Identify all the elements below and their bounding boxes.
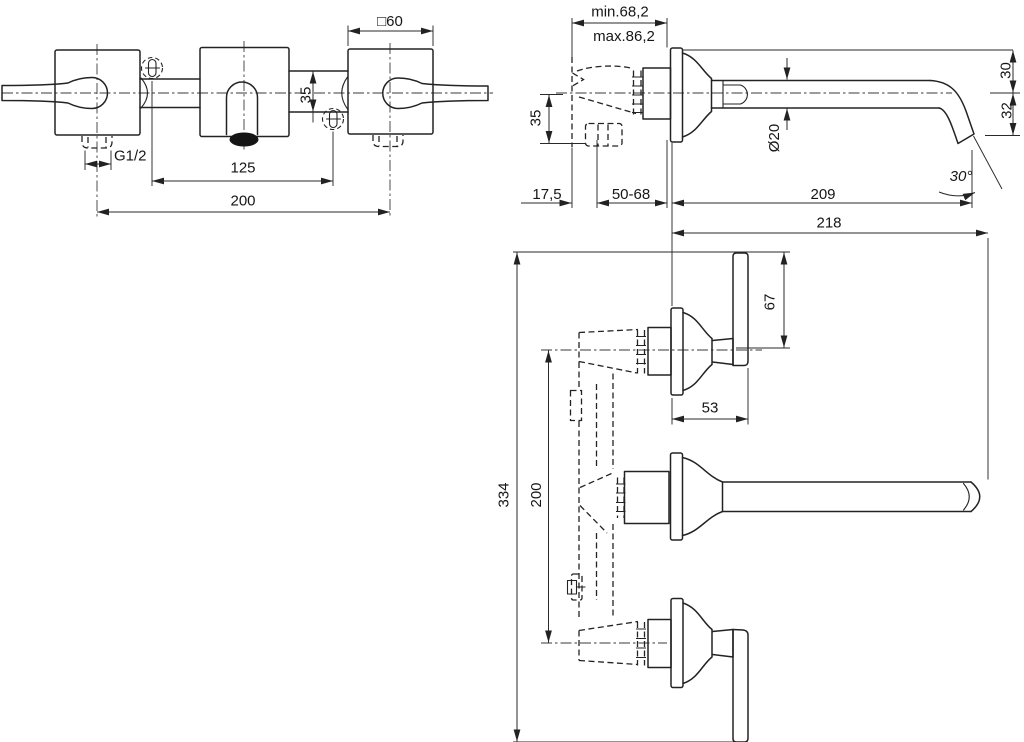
side-view: min.68,2 max.86,2 35 17,5 50-68 209 218 … xyxy=(521,4,1020,480)
fixing-screw-symbol xyxy=(321,107,345,131)
dim-body-height: 35 xyxy=(298,87,315,104)
upper-handle-lever xyxy=(732,252,749,367)
upper-handle-body xyxy=(647,326,672,376)
dim-overall-reach: 218 xyxy=(816,215,841,232)
dim-outlet-angle: 30° xyxy=(950,168,973,185)
lower-valve-body xyxy=(578,620,639,666)
dim-escutcheon-depth: 53 xyxy=(702,400,719,417)
dim-vertical-handle-spacing: 200 xyxy=(528,482,545,507)
front-object-lines xyxy=(1,46,489,147)
thread-connection xyxy=(632,70,642,118)
spout-outlet-end xyxy=(929,79,975,145)
lower-handle-bell xyxy=(682,602,713,685)
dim-depth-max: max.86,2 xyxy=(593,28,655,45)
spout-bell-plan xyxy=(681,456,724,537)
dim-inlet-drop: 35 xyxy=(528,110,545,127)
dim-spout-diameter: Ø20 xyxy=(766,124,783,152)
spout-tube xyxy=(710,79,940,109)
upper-valve-body xyxy=(578,328,639,374)
dim-depth-min: min.68,2 xyxy=(591,4,649,21)
side-extension-lines xyxy=(540,18,1020,480)
side-hidden-lines xyxy=(571,57,642,147)
dim-port-spacing: 125 xyxy=(230,160,255,177)
spout-tube-plan xyxy=(721,481,972,513)
angle-leg-line xyxy=(973,135,1003,190)
front-hidden-lines xyxy=(81,56,404,149)
upper-handle-escutcheon xyxy=(670,307,684,396)
right-inlet-fitting xyxy=(372,135,404,148)
right-connecting-pipe xyxy=(288,70,349,113)
side-object-lines xyxy=(642,47,975,145)
side-dimension-lines xyxy=(521,19,1017,237)
dim-wall-min: 17,5 xyxy=(532,186,561,203)
lower-handle-lever xyxy=(732,628,749,742)
lower-handle-escutcheon xyxy=(670,597,684,689)
spout-inner-body xyxy=(642,67,672,120)
upper-handle-bell xyxy=(682,311,713,392)
spout-front-profile xyxy=(225,81,259,136)
dim-lever-height: 67 xyxy=(762,294,779,311)
left-inlet-fitting xyxy=(81,136,113,149)
spout-joint-detail xyxy=(722,79,748,109)
left-handle-lever xyxy=(1,76,109,110)
dim-spout-reach: 209 xyxy=(810,186,835,203)
front-centerlines xyxy=(2,41,493,217)
spout-escutcheon-side xyxy=(669,47,684,143)
spout-end-cap xyxy=(970,481,981,513)
dim-top-to-axis: 30 xyxy=(998,62,1015,79)
vertical-centerlines xyxy=(541,349,762,644)
right-handle-lever xyxy=(382,77,489,110)
lower-handle-body xyxy=(647,618,672,669)
inlet-elbow xyxy=(584,122,623,147)
front-extension-lines xyxy=(84,25,434,186)
dim-handle-spacing: 200 xyxy=(230,193,255,210)
angle-arc xyxy=(938,191,976,201)
dim-wall-range: 50-68 xyxy=(612,186,650,203)
dim-escutcheon-square: □60 xyxy=(377,13,403,30)
spout-escutcheon-front xyxy=(199,46,290,138)
vertical-view: 67 53 334 200 xyxy=(496,251,981,742)
vertical-hidden-lines xyxy=(569,328,646,666)
dim-axis-to-outlet: 32 xyxy=(999,102,1016,119)
right-handle-escutcheon xyxy=(347,48,434,135)
spout-outlet xyxy=(229,132,259,147)
front-dimension-lines xyxy=(85,27,433,216)
spout-escutcheon-plan xyxy=(669,452,684,541)
vertical-dimension-lines xyxy=(513,252,788,742)
spout-body-plan xyxy=(623,470,670,525)
riser-pipe xyxy=(595,373,614,469)
dim-overall-height: 334 xyxy=(496,482,513,507)
left-handle-escutcheon xyxy=(54,49,141,136)
dim-thread-size: G1/2 xyxy=(114,148,147,165)
fixing-screw-symbol xyxy=(140,56,164,80)
front-view: □60 35 G1/2 125 200 xyxy=(1,13,493,217)
left-connecting-pipe xyxy=(139,78,201,109)
vertical-object-lines xyxy=(623,252,981,742)
spout-bell xyxy=(681,52,713,138)
